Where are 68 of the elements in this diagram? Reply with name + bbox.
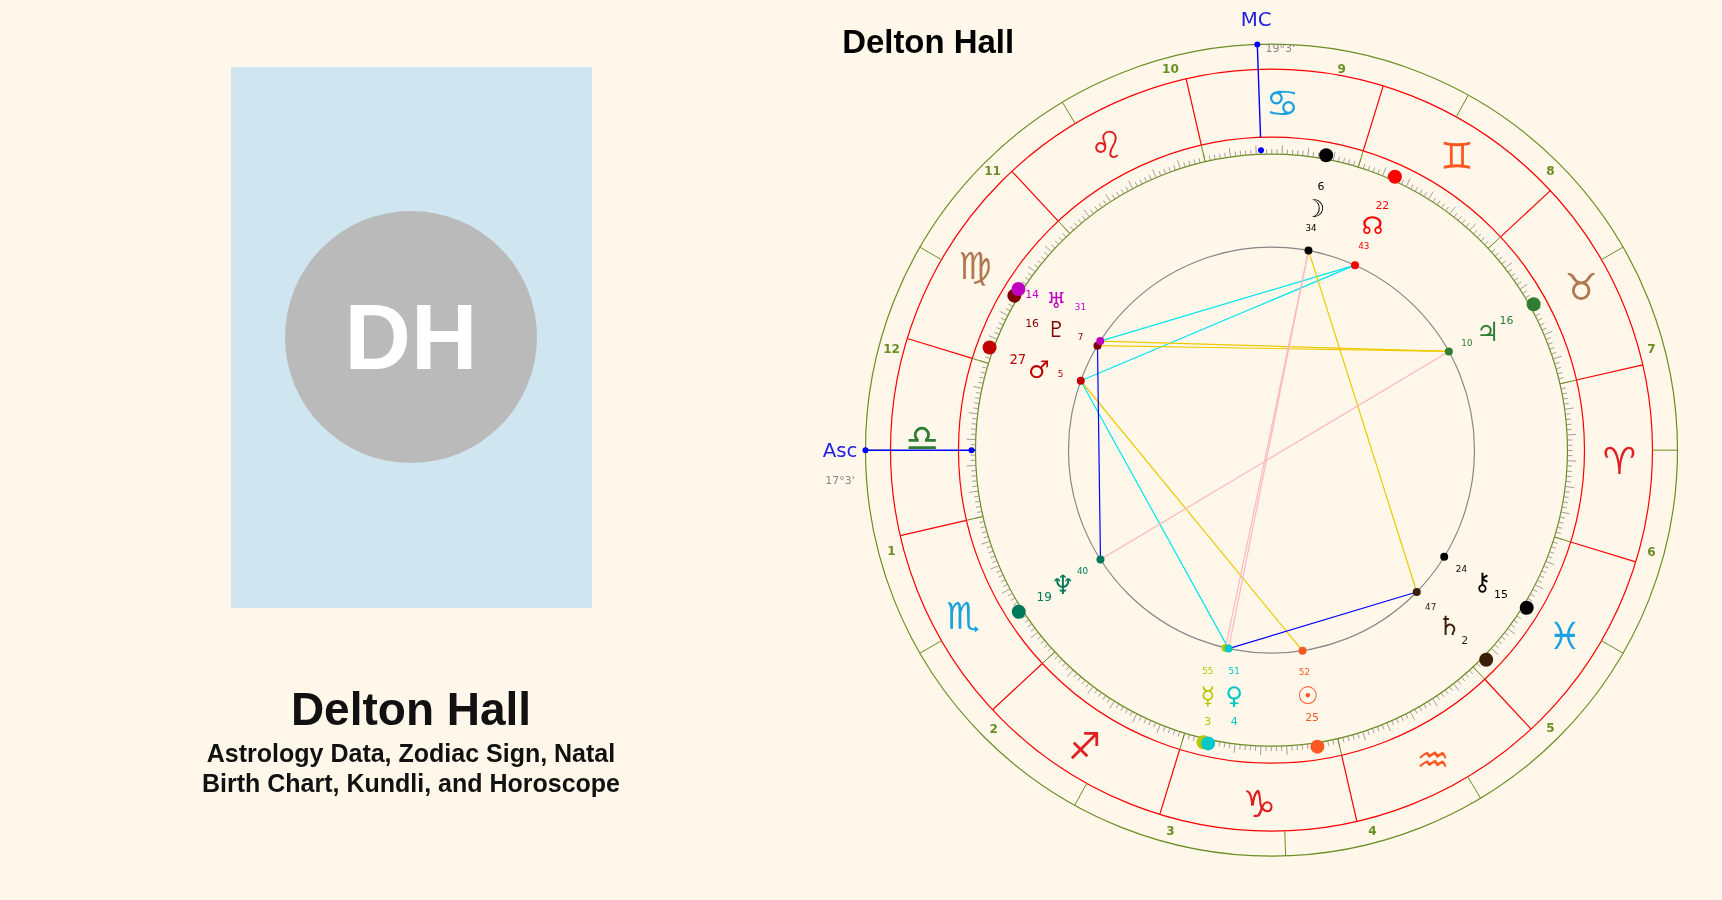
planet-symbol: ⚷ — [1473, 569, 1492, 594]
house-number: 7 — [1647, 343, 1656, 356]
minute-number: 31 — [1074, 303, 1086, 312]
planet-symbol: ♂ — [1027, 357, 1050, 383]
house-number: 8 — [1546, 165, 1555, 178]
angle-label: Asc — [822, 441, 858, 462]
house-number: 12 — [883, 343, 900, 356]
degree-number: 25 — [1305, 711, 1320, 723]
house-number: 10 — [1162, 63, 1179, 76]
planet-symbol: ☊ — [1361, 214, 1384, 239]
house-number: 5 — [1546, 721, 1555, 734]
house-number: 2 — [989, 723, 998, 736]
zodiac-sign-symbol: ♑ — [1242, 786, 1277, 824]
house-number: 6 — [1647, 546, 1656, 559]
degree-number: 6 — [1317, 180, 1325, 192]
degree-number: 15 — [1493, 588, 1508, 600]
zodiac-sign-symbol: ♒ — [1416, 742, 1450, 780]
chart-title: Delton Hall — [842, 25, 1015, 59]
planet-symbol: ♆ — [1051, 572, 1075, 599]
planet-symbol: ☿ — [1200, 684, 1216, 709]
degree-number: 2 — [1461, 634, 1469, 646]
house-number: 11 — [984, 165, 1001, 178]
house-number: 3 — [1166, 825, 1175, 838]
planet-symbol: ♀ — [1225, 684, 1243, 709]
initials: DH — [344, 284, 478, 390]
zodiac-sign-symbol: ♍ — [958, 248, 992, 286]
zodiac-sign-symbol: ♎ — [905, 420, 940, 458]
degree-number: 3 — [1204, 715, 1212, 727]
planet-symbol: ♄ — [1437, 612, 1462, 640]
zodiac-sign-symbol: ♋ — [1265, 85, 1300, 123]
degree-label: 19°3' — [1265, 42, 1295, 54]
degree-number: 16 — [1025, 317, 1040, 329]
degree-number: 19 — [1036, 591, 1052, 604]
planet-symbol: ☉ — [1296, 684, 1319, 709]
planet-symbol: ♇ — [1046, 319, 1067, 342]
degree-label: 17°3' — [825, 474, 855, 486]
zodiac-sign-symbol: ♈ — [1602, 443, 1637, 481]
degree-number: 22 — [1375, 199, 1390, 211]
zodiac-sign-symbol: ♓ — [1547, 618, 1582, 656]
planet-symbol: ☽ — [1303, 196, 1326, 221]
degree-number: 4 — [1230, 715, 1238, 727]
minute-number: 55 — [1202, 666, 1214, 676]
minute-number: 47 — [1425, 602, 1437, 612]
house-number: 1 — [887, 545, 896, 558]
house-number: 9 — [1337, 63, 1346, 76]
zodiac-sign-symbol: ♏ — [946, 598, 980, 636]
zodiac-sign-symbol: ♐ — [1068, 727, 1102, 766]
minute-number: 43 — [1358, 241, 1370, 251]
minute-number: 5 — [1057, 370, 1064, 379]
minute-number: 52 — [1298, 667, 1310, 677]
planet-symbol: ♅ — [1046, 289, 1067, 312]
angle-label: MC — [1240, 9, 1272, 30]
minute-number: 10 — [1461, 338, 1473, 347]
zodiac-sign-symbol: ♊ — [1440, 138, 1474, 176]
minute-number: 51 — [1228, 666, 1240, 676]
subtitle: Astrology Data, Zodiac Sign, Natal Birth Chart, Kundli, and Horoscope — [200, 738, 622, 798]
degree-number: 16 — [1499, 314, 1514, 325]
minute-number: 24 — [1455, 564, 1467, 574]
minute-number: 34 — [1305, 224, 1317, 233]
degree-number: 27 — [1009, 353, 1027, 367]
minute-number: 40 — [1077, 566, 1089, 576]
zodiac-sign-symbol: ♌ — [1090, 127, 1124, 165]
degree-number: 14 — [1025, 288, 1040, 300]
minute-number: 7 — [1077, 332, 1084, 342]
person-name-heading: Delton Hall — [290, 682, 532, 736]
zodiac-sign-symbol: ♉ — [1564, 269, 1598, 307]
house-number: 4 — [1368, 825, 1377, 838]
planet-symbol: ♃ — [1475, 318, 1500, 345]
